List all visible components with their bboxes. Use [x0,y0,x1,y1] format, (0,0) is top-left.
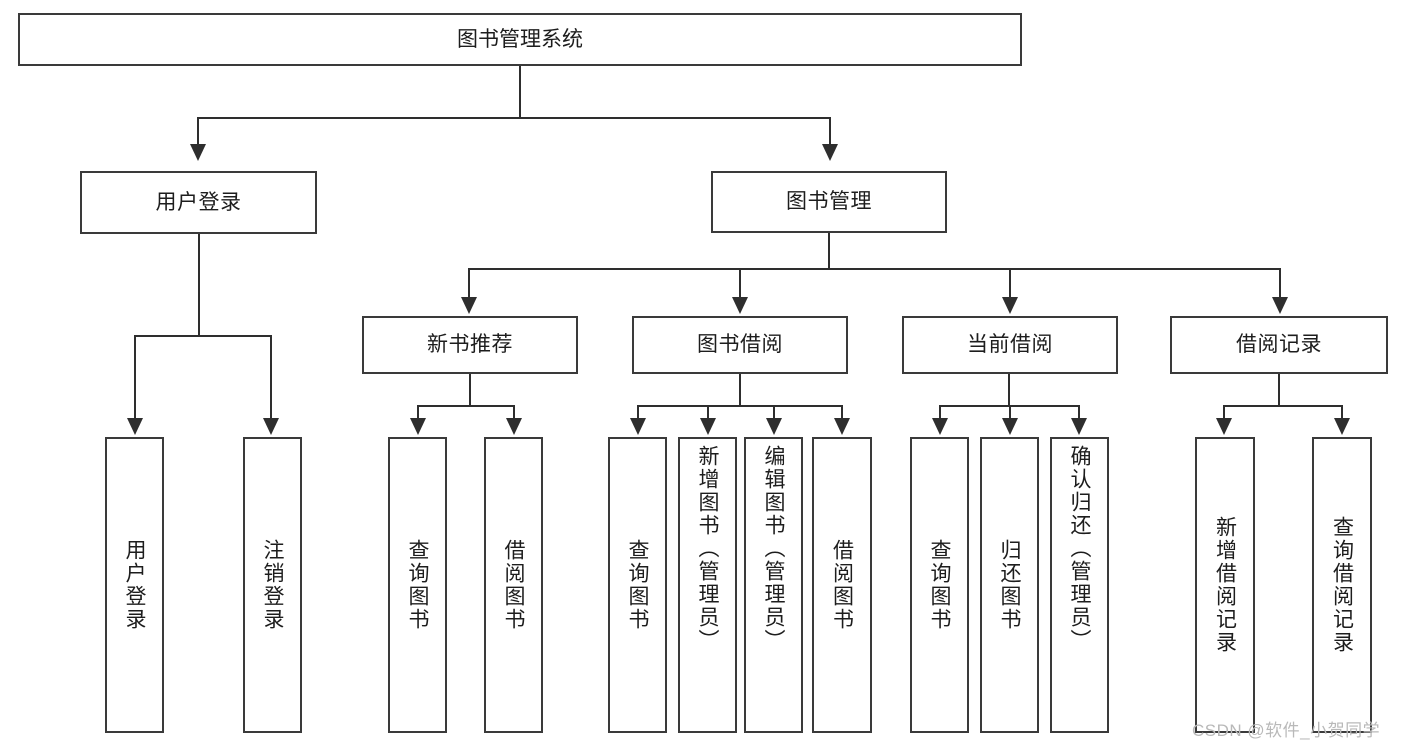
node-label: 新增借阅记录 [1213,516,1237,654]
connector-drop-borrow-record [1279,268,1281,299]
node-leaf-user-login[interactable]: 用户登录 [105,437,164,733]
node-root-system[interactable]: 图书管理系统 [18,13,1022,66]
node-borrow-record[interactable]: 借阅记录 [1170,316,1388,374]
connector-new-book-recommend-bus [417,405,514,407]
node-leaf-logout-login[interactable]: 注销登录 [243,437,302,733]
connector-borrow-record-stem [1278,374,1280,406]
arrowhead-leaf-add-record [1216,418,1232,435]
arrowhead-new-book-recommend [461,297,477,314]
connector-drop-book-borrow [739,268,741,299]
node-label: 编辑图书（管理员） [762,445,785,652]
arrowhead-leaf-add-book [700,418,716,435]
connector-drop-book-management [829,117,831,146]
node-label: 新增图书（管理员） [696,445,719,652]
arrowhead-book-management [822,144,838,161]
node-new-book-recommend[interactable]: 新书推荐 [362,316,578,374]
arrowhead-current-borrow [1002,297,1018,314]
connector-drop-leaf-borrow-book-1 [513,405,515,420]
connector-drop-user-login [197,117,199,146]
connector-drop-leaf-query-record [1341,405,1343,420]
arrowhead-leaf-query-book-3 [932,418,948,435]
connector-drop-leaf-query-book-1 [417,405,419,420]
connector-drop-leaf-user-login [134,335,136,420]
connector-level1-bus [197,117,831,119]
connector-drop-leaf-edit-book [773,405,775,420]
node-user-login[interactable]: 用户登录 [80,171,317,234]
connector-book-borrow-bus [637,405,843,407]
connector-user-login-stem [198,234,200,336]
arrowhead-leaf-confirm-return [1071,418,1087,435]
arrowhead-leaf-query-book-2 [630,418,646,435]
node-book-borrow[interactable]: 图书借阅 [632,316,848,374]
node-label: 图书管理系统 [457,27,583,51]
connector-drop-leaf-query-book-3 [939,405,941,420]
connector-drop-leaf-confirm-return [1078,405,1080,420]
node-label: 查询图书 [626,539,649,631]
node-label: 用户登录 [155,190,242,214]
node-leaf-add-record[interactable]: 新增借阅记录 [1195,437,1255,733]
node-current-borrow[interactable]: 当前借阅 [902,316,1118,374]
arrowhead-leaf-logout-login [263,418,279,435]
connector-drop-leaf-return-book [1009,405,1011,420]
node-leaf-borrow-book-2[interactable]: 借阅图书 [812,437,872,733]
connector-level2-bus [468,268,1280,270]
node-label: 注销登录 [261,539,284,631]
node-book-management[interactable]: 图书管理 [711,171,947,233]
connector-drop-leaf-borrow-book-2 [841,405,843,420]
arrowhead-leaf-user-login [127,418,143,435]
node-label: 图书借阅 [697,333,783,357]
connector-new-book-recommend-stem [469,374,471,406]
arrowhead-user-login [190,144,206,161]
node-label: 当前借阅 [967,333,1053,357]
connector-user-login-bus [134,335,270,337]
node-label: 用户登录 [123,539,146,631]
connector-drop-current-borrow [1009,268,1011,299]
connector-book-management-stem [828,233,830,269]
node-label: 借阅图书 [502,539,525,631]
node-label: 新书推荐 [427,333,513,357]
arrowhead-leaf-query-book-1 [410,418,426,435]
node-label: 借阅图书 [830,539,854,631]
node-label: 确认归还（管理员） [1068,445,1091,652]
connector-drop-new-book-recommend [468,268,470,299]
connector-drop-leaf-add-record [1223,405,1225,420]
node-leaf-query-book-3[interactable]: 查询图书 [910,437,969,733]
node-leaf-add-book[interactable]: 新增图书（管理员） [678,437,737,733]
node-label: 查询借阅记录 [1330,516,1354,654]
connector-drop-leaf-logout-login [270,335,272,420]
node-label: 查询图书 [406,539,429,631]
arrowhead-leaf-return-book [1002,418,1018,435]
connector-borrow-record-bus [1223,405,1342,407]
connector-root-stem [519,66,521,118]
node-label: 借阅记录 [1236,333,1322,357]
arrowhead-book-borrow [732,297,748,314]
node-label: 查询图书 [928,539,951,631]
arrowhead-borrow-record [1272,297,1288,314]
node-leaf-return-book[interactable]: 归还图书 [980,437,1039,733]
node-leaf-query-record[interactable]: 查询借阅记录 [1312,437,1372,733]
arrowhead-leaf-borrow-book-1 [506,418,522,435]
node-leaf-query-book-1[interactable]: 查询图书 [388,437,447,733]
node-leaf-borrow-book-1[interactable]: 借阅图书 [484,437,543,733]
connector-current-borrow-stem [1008,374,1010,406]
node-leaf-query-book-2[interactable]: 查询图书 [608,437,667,733]
node-label: 归还图书 [998,539,1021,631]
node-leaf-confirm-return[interactable]: 确认归还（管理员） [1050,437,1109,733]
arrowhead-leaf-edit-book [766,418,782,435]
node-label: 图书管理 [786,190,872,214]
connector-drop-leaf-query-book-2 [637,405,639,420]
node-leaf-edit-book[interactable]: 编辑图书（管理员） [744,437,803,733]
arrowhead-leaf-query-record [1334,418,1350,435]
connector-drop-leaf-add-book [707,405,709,420]
connector-book-borrow-stem [739,374,741,406]
arrowhead-leaf-borrow-book-2 [834,418,850,435]
